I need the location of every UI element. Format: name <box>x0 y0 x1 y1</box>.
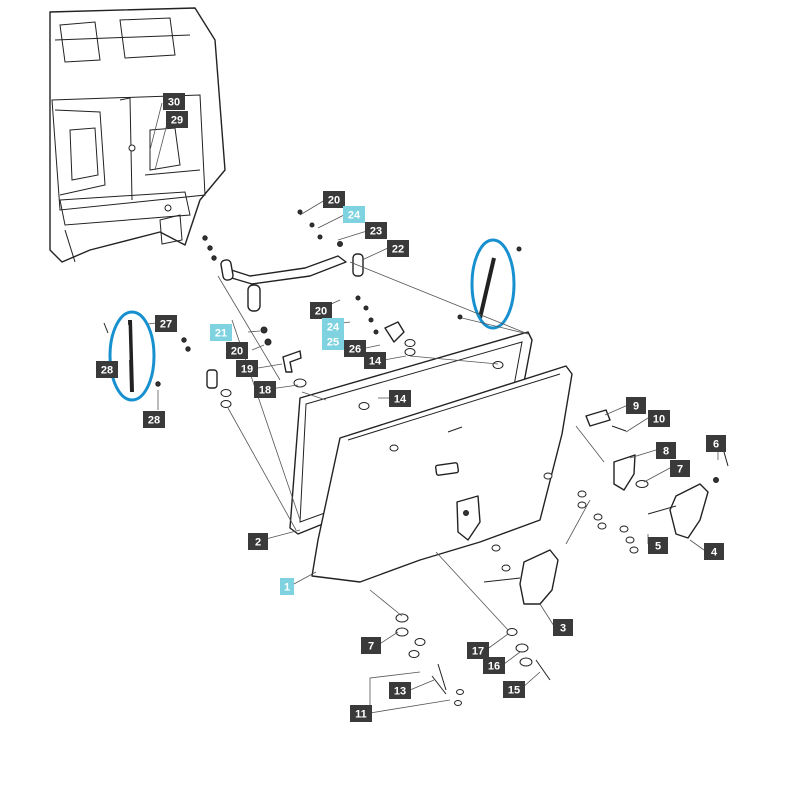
callout-21: 21 <box>210 324 232 341</box>
gas-strut-left <box>103 310 156 402</box>
leader-lines <box>147 102 719 714</box>
callout-26: 26 <box>344 340 366 357</box>
callout-13: 13 <box>389 682 411 699</box>
rear-glass <box>311 365 573 583</box>
svg-text:23: 23 <box>370 226 382 238</box>
callout-18: 18 <box>254 381 276 398</box>
latch-hardware <box>355 295 463 356</box>
callout-24: 24 <box>343 206 365 223</box>
callout-25: 25 <box>322 333 344 350</box>
callout-22: 22 <box>387 240 409 257</box>
svg-text:24: 24 <box>348 210 361 222</box>
callout-17: 17 <box>467 642 489 659</box>
svg-text:30: 30 <box>168 97 180 109</box>
svg-text:16: 16 <box>488 661 500 673</box>
callout-15: 15 <box>503 681 525 698</box>
svg-text:5: 5 <box>655 541 661 553</box>
svg-text:26: 26 <box>349 344 361 356</box>
callout-14: 14 <box>389 390 411 407</box>
svg-text:18: 18 <box>259 385 271 397</box>
callout-9: 9 <box>626 397 646 414</box>
callout-11: 11 <box>350 705 372 722</box>
callout-24: 24 <box>322 318 344 335</box>
gas-strut-right <box>470 238 522 330</box>
callout-27: 27 <box>155 315 177 332</box>
svg-text:20: 20 <box>231 346 243 358</box>
svg-text:28: 28 <box>101 365 113 377</box>
callout-28: 28 <box>143 411 165 428</box>
svg-text:11: 11 <box>355 709 367 721</box>
right-upper-bracket <box>577 409 649 554</box>
callout-10: 10 <box>648 410 670 427</box>
svg-text:24: 24 <box>327 322 340 334</box>
callout-14: 14 <box>364 352 386 369</box>
svg-text:10: 10 <box>653 414 665 426</box>
callout-3: 3 <box>553 619 573 636</box>
svg-text:17: 17 <box>472 646 484 658</box>
bottom-right-fasteners <box>506 628 551 681</box>
svg-text:29: 29 <box>171 115 183 127</box>
svg-text:4: 4 <box>711 547 718 559</box>
svg-text:1: 1 <box>284 582 290 594</box>
svg-text:28: 28 <box>148 415 160 427</box>
callout-20: 20 <box>310 302 332 319</box>
callouts: 30 29 20 24 23 22 20 24 25 26 14 27 21 2… <box>96 93 726 722</box>
svg-text:9: 9 <box>633 401 639 413</box>
callout-20: 20 <box>226 342 248 359</box>
callout-6: 6 <box>706 435 726 452</box>
hinge-bar <box>202 209 364 312</box>
center-hinge-pad <box>456 495 481 541</box>
callout-4: 4 <box>704 543 724 560</box>
callout-7: 7 <box>670 460 690 477</box>
svg-text:25: 25 <box>327 337 339 349</box>
callout-1: 1 <box>280 578 294 595</box>
left-hardware <box>155 326 307 408</box>
svg-text:15: 15 <box>508 685 520 697</box>
callout-30: 30 <box>163 93 185 110</box>
svg-text:8: 8 <box>663 446 669 458</box>
svg-text:20: 20 <box>328 195 340 207</box>
callout-8: 8 <box>656 442 676 459</box>
highlight-circle-left-strut <box>108 310 156 402</box>
cab-frame <box>49 7 226 263</box>
svg-text:20: 20 <box>315 306 327 318</box>
callout-5: 5 <box>648 537 668 554</box>
callout-20: 20 <box>323 191 345 208</box>
callout-28: 28 <box>96 361 118 378</box>
svg-text:27: 27 <box>160 319 172 331</box>
svg-text:14: 14 <box>369 356 382 368</box>
svg-text:7: 7 <box>368 641 374 653</box>
right-hinge-block <box>647 451 729 539</box>
bottom-left-fasteners <box>395 613 464 706</box>
callout-29: 29 <box>166 111 188 128</box>
callout-23: 23 <box>365 222 387 239</box>
svg-text:7: 7 <box>677 464 683 476</box>
lower-hinge-block <box>483 549 559 605</box>
svg-text:14: 14 <box>394 394 407 406</box>
callout-7: 7 <box>361 637 381 654</box>
svg-text:19: 19 <box>241 364 253 376</box>
svg-text:13: 13 <box>394 686 406 698</box>
svg-text:21: 21 <box>215 328 227 340</box>
callout-19: 19 <box>236 360 258 377</box>
callout-2: 2 <box>248 533 268 550</box>
svg-text:2: 2 <box>255 537 261 549</box>
callout-16: 16 <box>483 657 505 674</box>
svg-text:22: 22 <box>392 244 404 256</box>
svg-text:3: 3 <box>560 623 566 635</box>
highlight-circle-right-strut <box>470 238 516 330</box>
svg-text:6: 6 <box>713 439 719 451</box>
